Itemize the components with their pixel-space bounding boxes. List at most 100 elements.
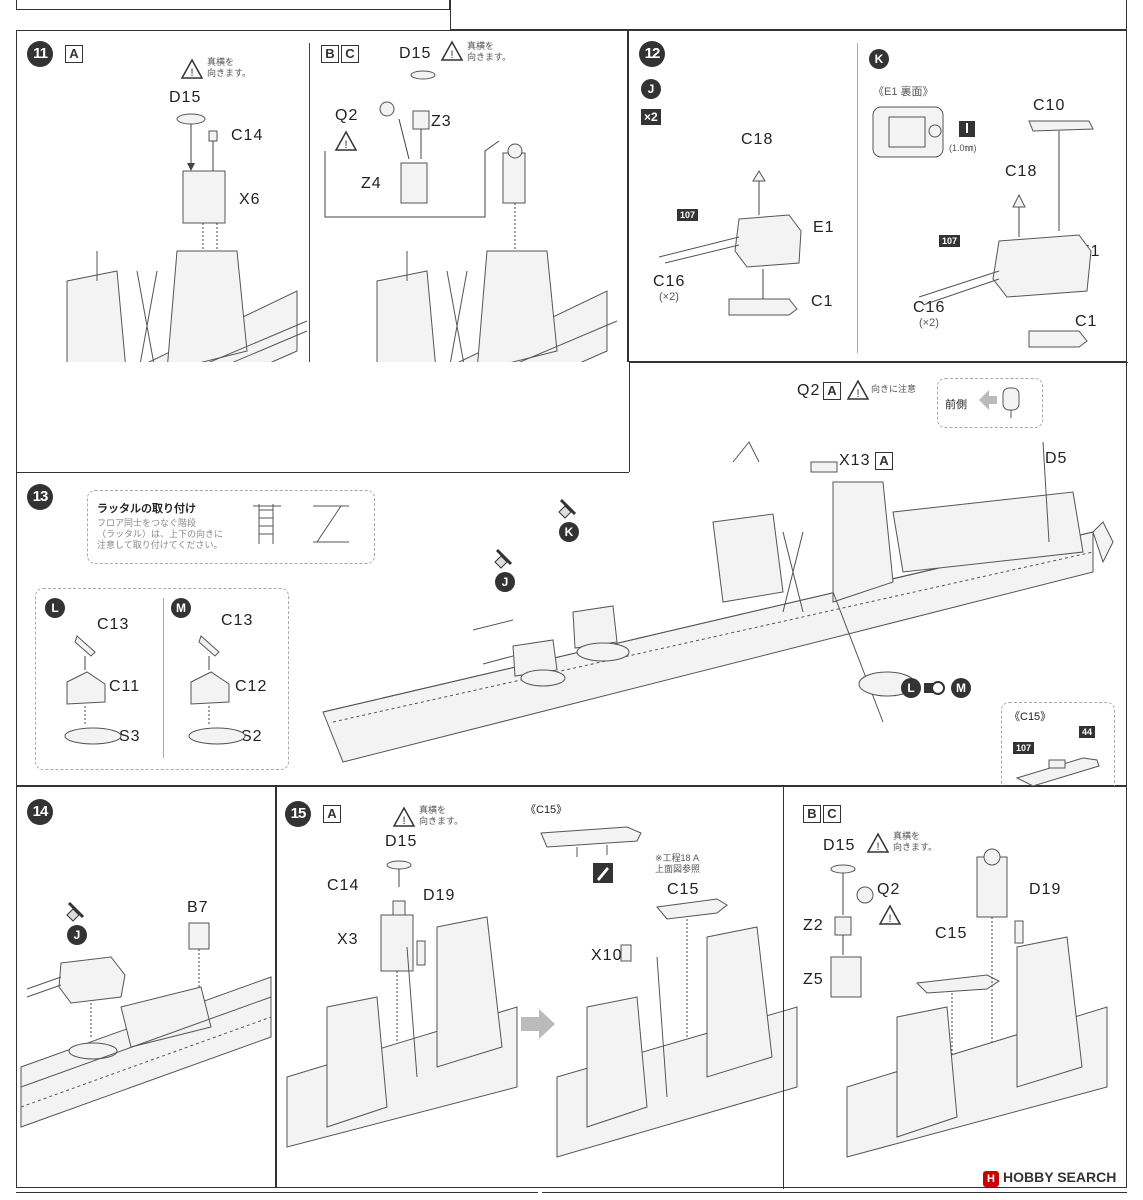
ladder-note: フロア同士をつなぐ階段 （ラッタル）は、上下の向きに 注意して取り付けてください… [97, 518, 224, 550]
forward-label: 前側 [945, 399, 967, 411]
svg-text:!: ! [888, 913, 891, 925]
warning-icon: ! [392, 806, 416, 827]
next-step-fragment-right [542, 1192, 1127, 1193]
step-12-divider [857, 43, 858, 353]
e1-back-drawing [872, 106, 944, 158]
part-c10: C10 [1033, 97, 1066, 114]
orientation-note-13: 向きに注意 [871, 384, 917, 394]
ladder-title: ラッタルの取り付け [97, 503, 196, 515]
orientation-note: 真横を 向きます。 [207, 57, 252, 78]
marker-k: K [869, 49, 889, 69]
step-15-mid-drawing [556, 898, 798, 1158]
marker-j-13: J [495, 572, 515, 592]
part-d15-bc: D15 [399, 45, 432, 62]
q2-variant-box: A [823, 382, 841, 400]
part-c14: C14 [231, 127, 264, 144]
marker-m: M [171, 598, 191, 618]
variant-a-box: A [65, 45, 83, 63]
part-c16: C16 [653, 273, 686, 290]
paint-code-107-k: 107 [939, 235, 961, 247]
svg-text:!: ! [450, 49, 453, 61]
part-x10: X10 [591, 947, 623, 964]
orientation-note-15bc: 真横を 向きます。 [893, 831, 938, 852]
main-ship-drawing [322, 441, 1114, 763]
warning-icon: ! [866, 832, 890, 853]
part-c14-15a: C14 [327, 877, 360, 894]
paint-code-44: 44 [1079, 726, 1096, 738]
marker-l-ship: L [901, 678, 921, 698]
step-14-drawing [20, 922, 272, 1128]
drill-size: (1.0㎜) [949, 143, 977, 153]
prev-step-fragment-left [16, 0, 450, 10]
part-x13: X13 [839, 452, 871, 469]
forward-arrow-icon [979, 387, 1020, 418]
variant-divider [309, 43, 310, 463]
e1-back-label: 《E1 裏面》 [873, 86, 934, 98]
part-s2: S2 [241, 728, 263, 745]
step-13-left-top-border [17, 472, 629, 473]
lm-divider [163, 598, 164, 758]
drill-icon [959, 121, 975, 137]
step-12-number: 12 [639, 41, 665, 67]
part-d15-15bc: D15 [823, 837, 856, 854]
part-c1: C1 [811, 293, 834, 310]
svg-text:!: ! [876, 841, 879, 853]
c15-inset-drawing [1015, 757, 1100, 787]
warning-icon: ! [180, 58, 204, 79]
part-e1: E1 [813, 219, 835, 236]
part-d15: D15 [169, 89, 202, 106]
times-two-tag: ×2 [641, 109, 661, 125]
step-13-top-border [629, 362, 1128, 363]
marker-pen-icon [593, 863, 613, 883]
step-13-mid-border [629, 362, 630, 472]
variant-c-box: C [341, 45, 359, 63]
step-15-divider [783, 787, 784, 1189]
part-c11: C11 [109, 678, 141, 695]
c15-label-15: 《C15》 [525, 804, 568, 816]
marker-l: L [45, 598, 65, 618]
warning-icon: ! [440, 40, 464, 61]
ref-note: ※工程18 A 上面図参照 [655, 853, 701, 874]
warning-icon: ! [878, 904, 902, 925]
part-d19-15a: D19 [423, 887, 456, 904]
step-11bc-parts-drawing [324, 70, 526, 361]
warning-icon: ! [846, 379, 870, 400]
part-b7: B7 [187, 899, 209, 916]
part-c18-k: C18 [1005, 163, 1038, 180]
turret-j-drawing [658, 170, 802, 316]
part-q2: Q2 [335, 107, 359, 124]
turret-k-drawing [918, 120, 1094, 348]
lm-parts-drawing [64, 635, 246, 745]
variant-a-box-15: A [323, 805, 341, 823]
svg-text:!: ! [190, 67, 193, 79]
variant-b-box-15: B [803, 805, 821, 823]
ladder-note-box [87, 490, 375, 564]
watermark-text: HOBBY SEARCH [1003, 1169, 1117, 1185]
part-c18: C18 [741, 131, 774, 148]
step-15-panel: 15 A ! 真横を 向きます。 D15 C14 X3 D19 《C15》 ※工… [276, 786, 1127, 1189]
part-q2-15: Q2 [877, 881, 901, 898]
part-c16-qty: (×2) [659, 291, 679, 303]
part-c15-15: C15 [667, 881, 700, 898]
connector-icon [924, 681, 945, 695]
variant-c-box-15: C [823, 805, 841, 823]
part-x3: X3 [337, 931, 359, 948]
paint-code-107: 107 [677, 209, 699, 221]
orientation-note-15a: 真横を 向きます。 [419, 805, 464, 826]
marker-k-13: K [559, 522, 579, 542]
svg-text:!: ! [402, 815, 405, 827]
paint-brush-icon [558, 498, 577, 519]
c15-parts-drawing [540, 826, 642, 857]
part-d19-15bc: D19 [1029, 881, 1062, 898]
svg-text:!: ! [856, 388, 859, 400]
part-c16-k: C16 [913, 299, 946, 316]
step-11-number: 11 [27, 41, 53, 67]
step-14-number: 14 [27, 799, 53, 825]
part-z5: Z5 [803, 971, 824, 988]
next-step-fragment-left [16, 1192, 538, 1193]
lm-parts-box [35, 588, 289, 770]
marker-j: J [641, 79, 661, 99]
x13-variant-box: A [875, 452, 893, 470]
part-c16-k-qty: (×2) [919, 317, 939, 329]
